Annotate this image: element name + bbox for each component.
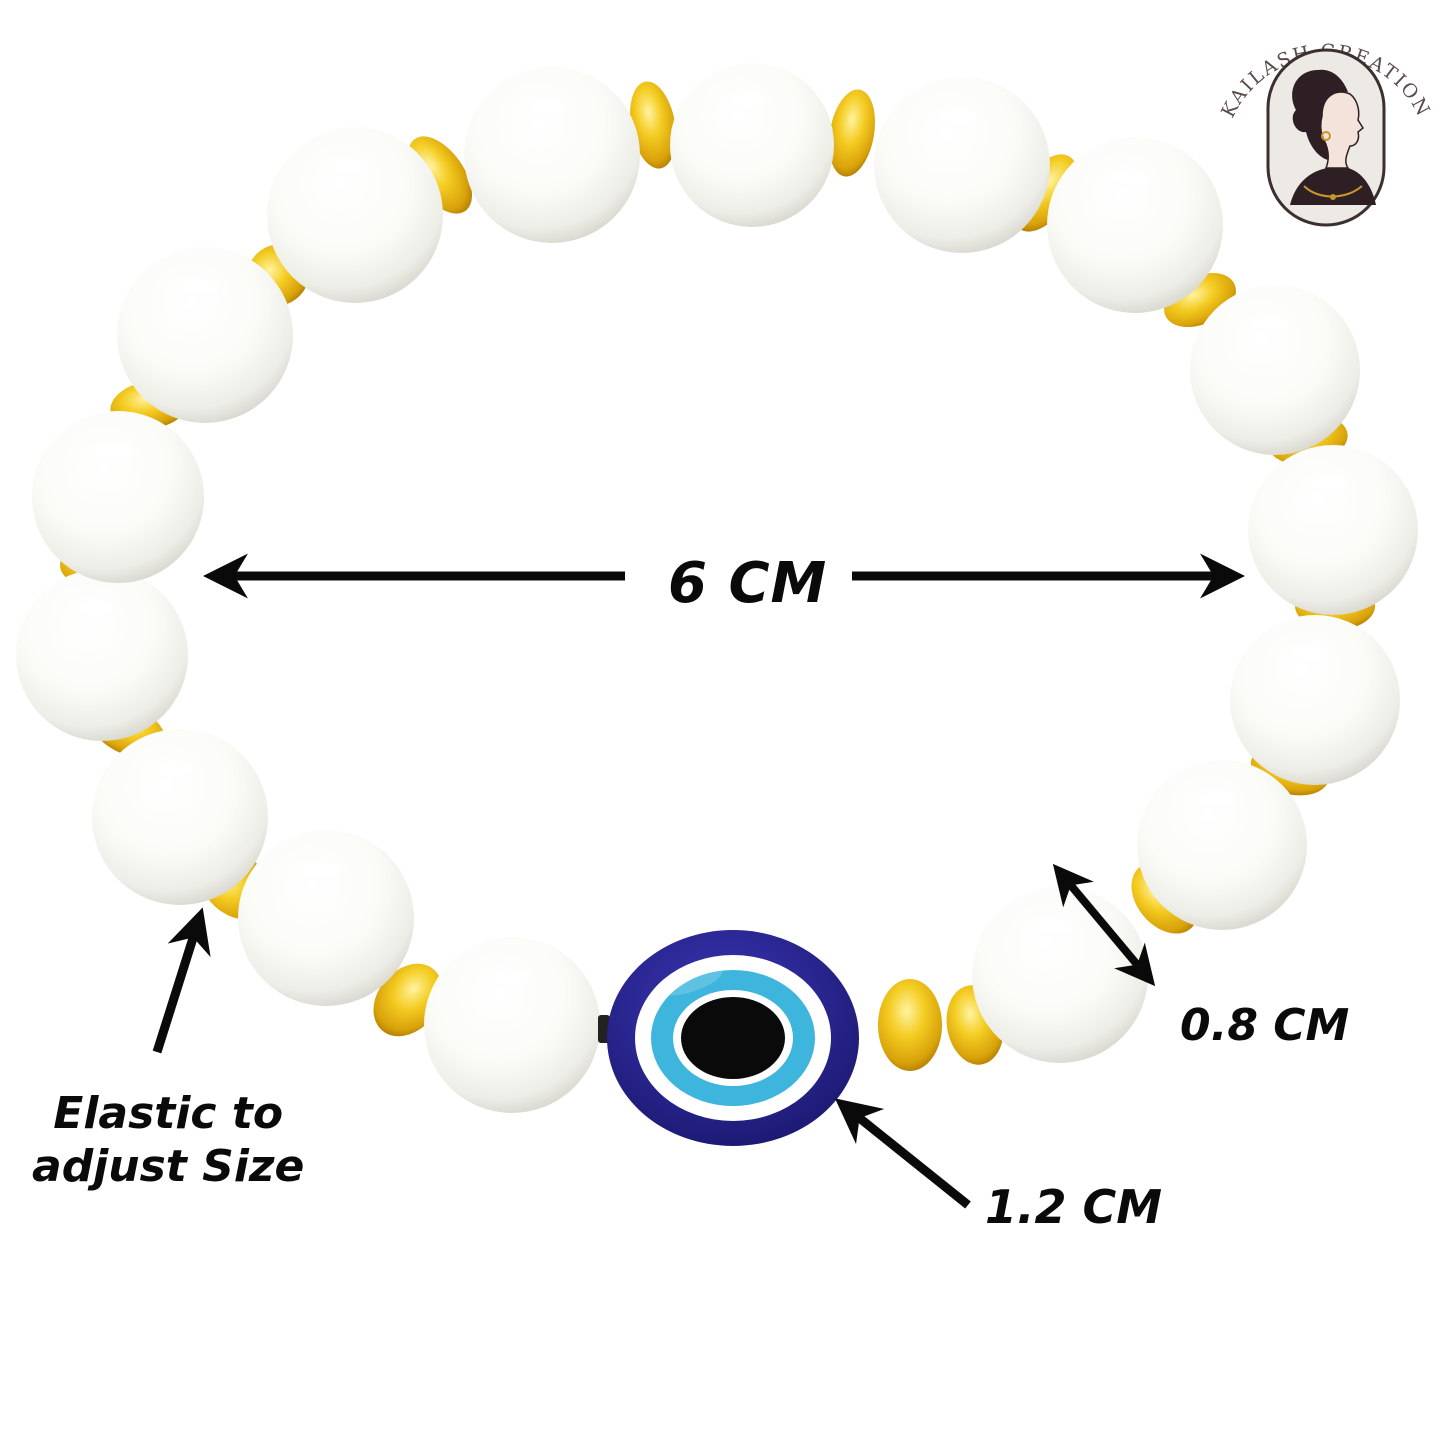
white-bead-highlight xyxy=(78,600,117,615)
white-bead xyxy=(267,127,443,303)
white-bead-highlight xyxy=(1111,169,1150,184)
white-bead xyxy=(92,729,268,905)
gold-spacer-bead xyxy=(630,81,676,169)
white-bead-highlight xyxy=(302,862,341,877)
eye-size-arrow xyxy=(834,1098,971,1209)
evil-eye-bead xyxy=(598,930,859,1146)
gold-spacer-bead xyxy=(408,136,472,214)
brand-logo: KAILASH CREATION xyxy=(1217,40,1433,227)
white-bead-highlight xyxy=(331,159,370,174)
white-bead-highlight xyxy=(938,109,977,124)
white-bead xyxy=(1230,615,1400,785)
white-bead-highlight xyxy=(1036,919,1075,934)
white-bead xyxy=(117,247,293,423)
white-beads xyxy=(16,63,1418,1113)
white-bead xyxy=(874,77,1050,253)
white-bead-highlight xyxy=(181,279,220,294)
gold-spacer-bead xyxy=(829,89,875,177)
elastic-note-line1: Elastic to xyxy=(53,1088,284,1139)
elastic-note: Elastic to adjust Size xyxy=(32,1088,304,1194)
white-bead-highlight xyxy=(1252,316,1290,331)
woman-portrait-logo-icon xyxy=(1266,48,1386,227)
white-bead-highlight xyxy=(528,99,567,114)
white-bead xyxy=(1190,285,1360,455)
white-bead-highlight xyxy=(1199,791,1237,806)
bead-size-label: 0.8 CM xyxy=(1180,1000,1350,1051)
white-bead-highlight xyxy=(94,442,133,457)
gold-spacer-bead xyxy=(878,979,942,1071)
elastic-arrow xyxy=(152,907,211,1054)
evil-eye-size-label: 1.2 CM xyxy=(985,1180,1163,1234)
dimension-arrows xyxy=(152,553,1245,1209)
white-bead xyxy=(1137,760,1307,930)
bracelet-width-label: 6 CM xyxy=(668,551,828,616)
elastic-note-line2: adjust Size xyxy=(32,1140,305,1192)
white-bead-highlight xyxy=(1292,646,1330,661)
white-bead xyxy=(238,830,414,1006)
white-bead xyxy=(1047,137,1223,313)
white-bead-highlight xyxy=(729,93,766,107)
white-bead xyxy=(424,937,600,1113)
white-bead xyxy=(1248,445,1418,615)
white-bead-highlight xyxy=(1310,476,1348,491)
white-bead xyxy=(32,411,204,583)
white-bead xyxy=(670,63,834,227)
white-bead-highlight xyxy=(488,969,527,984)
white-bead xyxy=(972,887,1148,1063)
white-bead xyxy=(464,67,640,243)
white-bead-highlight xyxy=(156,761,195,776)
bead-size-arrow xyxy=(1052,863,1156,987)
white-bead xyxy=(16,569,188,741)
